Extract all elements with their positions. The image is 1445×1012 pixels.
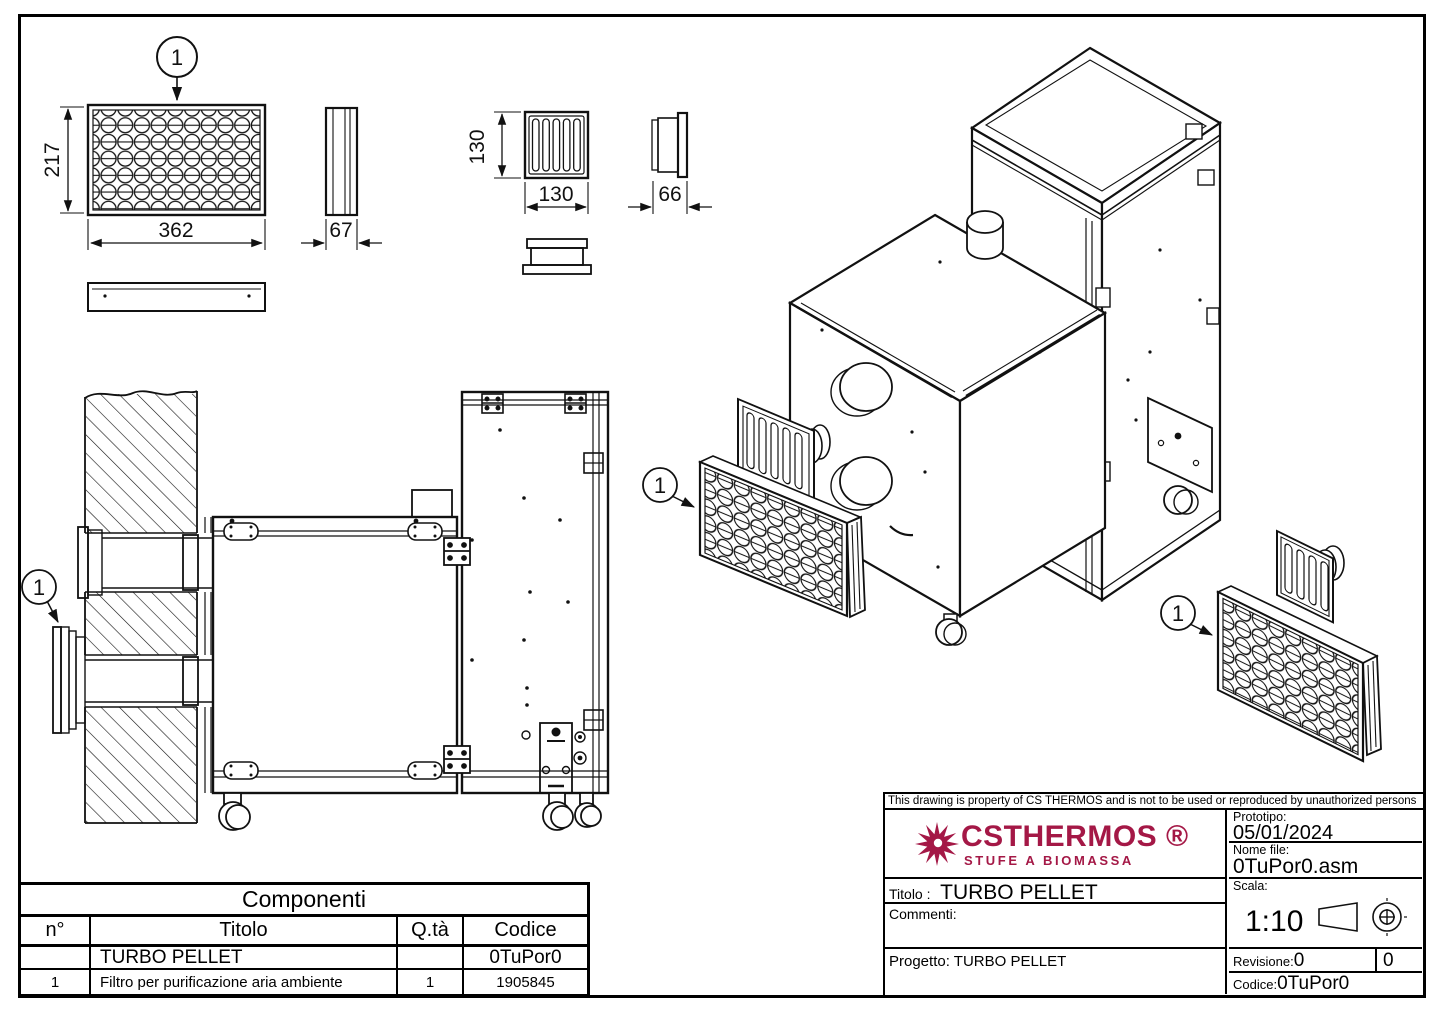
cell-n: 1 xyxy=(21,970,91,994)
revisione-field: Revisione:0 xyxy=(1229,949,1377,973)
col-header-qta: Q.tà xyxy=(398,917,464,944)
codice-field: Codice:0TuPor0 xyxy=(1229,973,1422,994)
progetto-field: Progetto: TURBO PELLET xyxy=(885,949,1227,994)
balloon-number: 1 xyxy=(1172,601,1184,626)
cell-titolo: Filtro per purificazione aria ambiente xyxy=(91,970,398,994)
revisione-label: Revisione: xyxy=(1233,954,1294,969)
cell-n xyxy=(21,947,91,968)
balloon-number: 1 xyxy=(171,45,183,70)
view-wall-section xyxy=(21,390,213,824)
titolo-value: TURBO PELLET xyxy=(940,881,1098,904)
title-block: This drawing is property of CS THERMOS a… xyxy=(883,792,1425,997)
prototipo-field: Prototipo: 05/01/2024 xyxy=(1229,810,1422,843)
iso-hinges xyxy=(1095,123,1220,482)
nome-file-field: Nome file: 0TuPor0.asm xyxy=(1229,843,1422,879)
view-isometric-exploded xyxy=(642,46,1382,763)
dim-filter-width: 362 xyxy=(158,219,193,242)
iso-filter-grille-right xyxy=(1216,590,1365,763)
screw-dots xyxy=(470,428,570,707)
projection-symbol-icon xyxy=(1318,898,1407,936)
scala-label: Scala: xyxy=(1233,879,1268,893)
scala-value: 1:10 xyxy=(1245,905,1304,938)
iso-filter-grille-left xyxy=(698,460,849,618)
prototipo-label: Prototipo: xyxy=(1233,810,1287,824)
commenti-label: Commenti: xyxy=(889,906,957,922)
dim-vent-width: 130 xyxy=(538,183,573,206)
commenti-field: Commenti: xyxy=(885,904,1227,949)
col-header-codice: Codice xyxy=(494,919,557,941)
casters xyxy=(218,792,602,831)
starburst-logo-icon xyxy=(915,822,959,866)
balloon-callout-filter-front xyxy=(156,36,198,102)
cell-titolo: TURBO PELLET xyxy=(91,947,398,968)
scala-field: Scala: 1:10 xyxy=(1229,879,1422,949)
dim-vent-depth: 66 xyxy=(658,183,681,206)
table-row: 1 Filtro per purificazione aria ambiente… xyxy=(21,970,587,994)
titolo-field: Titolo : TURBO PELLET xyxy=(885,879,1227,904)
table-row: TURBO PELLET 0TuPor0 xyxy=(21,947,587,970)
codice-label: Codice: xyxy=(1233,977,1278,992)
iso-vent-panel-right xyxy=(1276,529,1334,624)
progetto-value: TURBO PELLET xyxy=(953,953,1067,970)
brand-tagline: STUFE A BIOMASSA xyxy=(964,853,1134,868)
vent-slots xyxy=(223,522,443,780)
revisione-value: 0 xyxy=(1293,950,1305,971)
nome-file-label: Nome file: xyxy=(1233,843,1290,857)
brand-name: CSTHERMOS ® xyxy=(961,820,1189,853)
junction-hinges xyxy=(443,537,471,774)
codice-value: 0TuPor0 xyxy=(1277,973,1350,994)
dim-filter-height: 217 xyxy=(41,142,64,177)
balloon-callout-iso-right xyxy=(1160,595,1213,636)
view-filter-orthographic xyxy=(60,36,382,312)
sheet-border xyxy=(18,14,1426,998)
dim-filter-depth: 67 xyxy=(329,219,352,242)
balloon-callout-iso-left xyxy=(642,467,695,508)
cell-codice: 0TuPor0 xyxy=(489,947,562,968)
revisione-secondary: 0 xyxy=(1377,949,1422,973)
balloon-callout-wall xyxy=(21,569,59,623)
components-table: Componenti n° Titolo Q.tà Codice TURBO P… xyxy=(18,882,590,997)
cell-qta xyxy=(398,947,464,968)
titolo-label: Titolo : xyxy=(889,886,931,902)
nome-file-value: 0TuPor0.asm xyxy=(1233,855,1359,878)
balloon-number: 1 xyxy=(33,575,45,600)
cell-qta: 1 xyxy=(398,970,464,994)
prototipo-value: 05/01/2024 xyxy=(1233,822,1334,843)
balloon-number: 1 xyxy=(654,473,666,498)
brand-logo: CSTHERMOS ® STUFE A BIOMASSA xyxy=(885,810,1227,879)
dim-vent-height: 130 xyxy=(466,129,489,164)
property-notice: This drawing is property of CS THERMOS a… xyxy=(885,794,1423,810)
cell-codice: 1905845 xyxy=(496,973,555,991)
col-header-titolo: Titolo xyxy=(91,917,398,944)
view-machine-elevation xyxy=(211,390,610,831)
progetto-label: Progetto: xyxy=(889,953,950,970)
col-header-n: n° xyxy=(21,917,91,944)
view-vent-orthographic xyxy=(494,110,712,275)
hinge-blocks-top xyxy=(481,393,587,414)
components-table-title: Componenti xyxy=(241,886,367,912)
